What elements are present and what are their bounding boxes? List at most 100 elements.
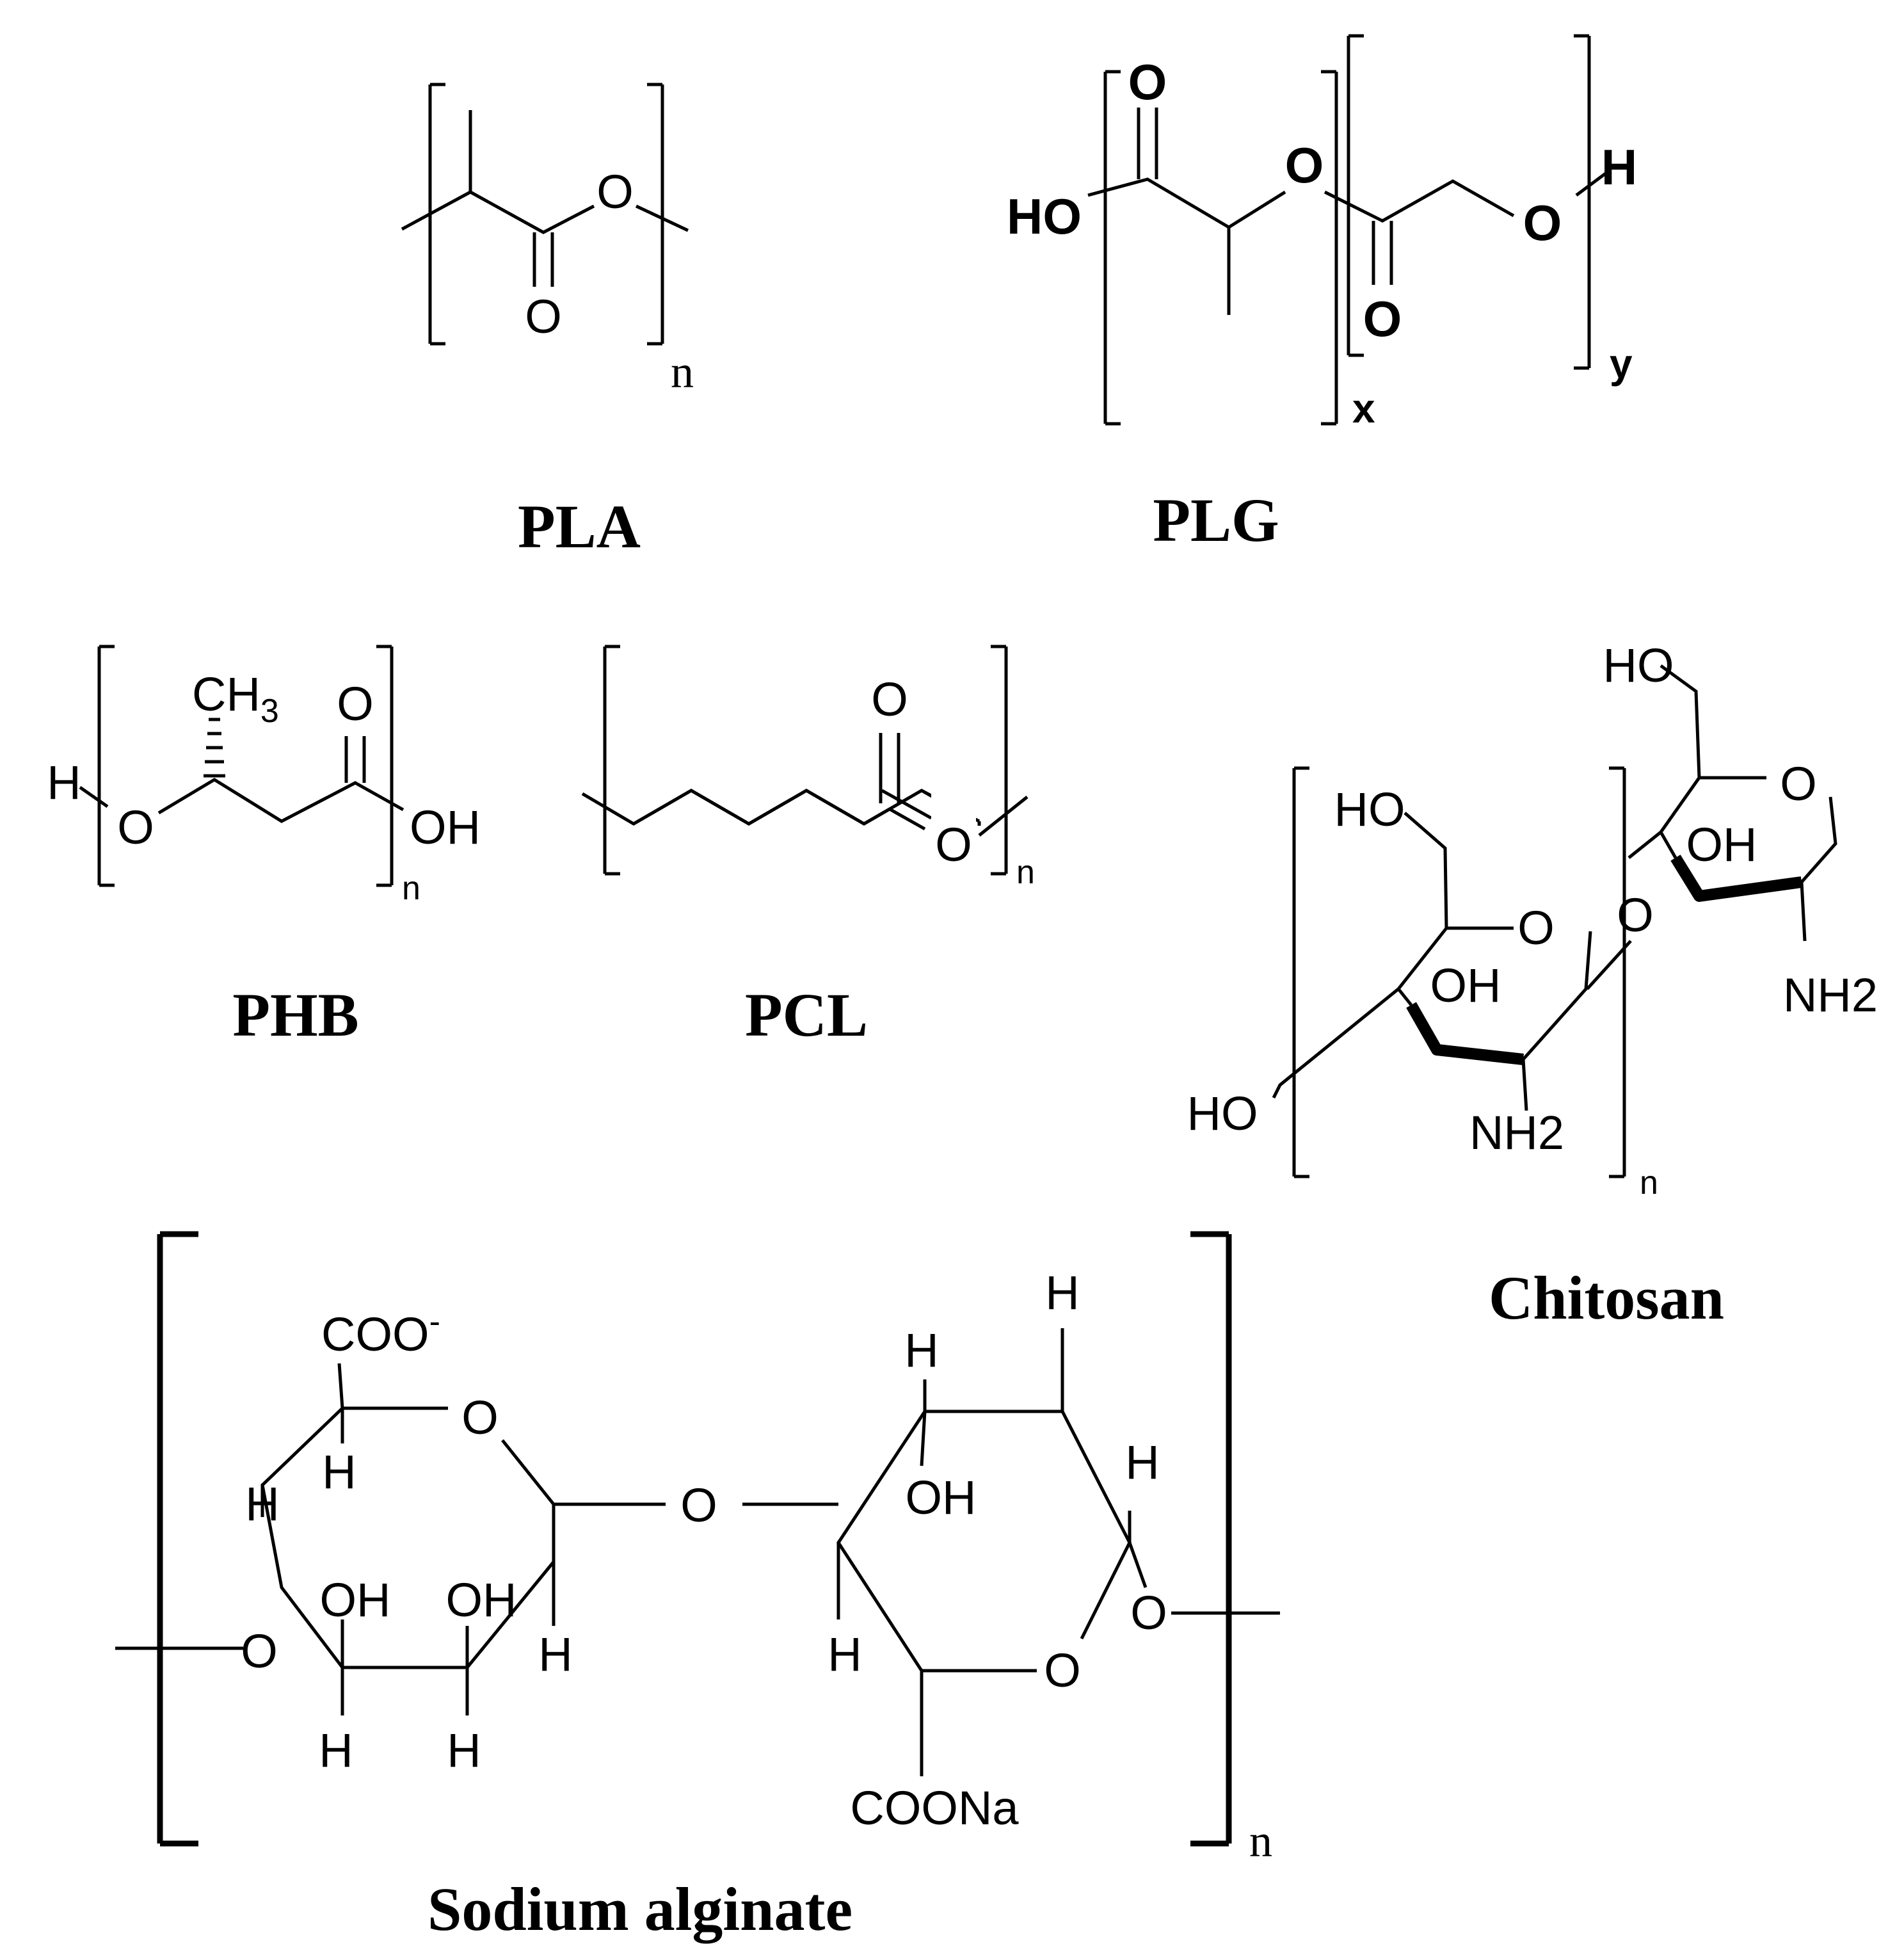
pcl-spacer <box>931 787 976 858</box>
plg-label: PLG <box>1153 486 1279 554</box>
alginate-glycosidic-oxygen: O <box>680 1479 717 1532</box>
chitosan-ring2-substituents <box>1628 664 1807 942</box>
plg-repeat-y: y <box>1610 341 1633 387</box>
phb-bracket-left <box>97 645 115 887</box>
phb-bracket-right <box>376 645 394 887</box>
alginate-bracket-right <box>1190 1231 1232 1847</box>
alginate-ring2-bonds <box>836 1410 1132 1673</box>
alginate-ring2-hydrogen-1: H <box>1045 1266 1079 1319</box>
alginate-ring2-hydrogen-2: H <box>904 1324 938 1377</box>
pcl-exit-bond <box>978 796 1028 837</box>
chitosan-ring2-bold <box>1670 855 1803 902</box>
chitosan-bracket-left <box>1292 766 1309 1178</box>
chitosan-bracket-right <box>1609 766 1626 1178</box>
alginate-ring2-hydrogen-3: H <box>1125 1436 1159 1489</box>
plg-bonds <box>1087 171 1608 315</box>
phb-structure: H O CH3 O OH n PHB <box>47 645 481 1049</box>
alginate-ring1-substituents <box>260 1363 556 1715</box>
plg-bracket-y-left <box>1347 34 1364 357</box>
chitosan-terminal-hydroxyl: HO <box>1187 1087 1258 1140</box>
alginate-ring1-hydrogen-4: H <box>319 1724 353 1777</box>
pcl-carbonyl-bond <box>879 733 900 803</box>
alginate-carboxylate: COO- <box>321 1303 440 1361</box>
pla-bonds <box>401 110 689 234</box>
alginate-sodium-carboxylate: COONa <box>850 1781 1019 1835</box>
plg-terminal-hydroxyl: HO <box>1007 188 1082 245</box>
plg-carbonyl-oxygen-1: O <box>1128 54 1167 110</box>
phb-label: PHB <box>232 981 358 1049</box>
pcl-ester-oxygen: O <box>935 818 972 871</box>
plg-terminal-hydrogen: H <box>1601 139 1637 195</box>
alginate-ring1-bonds <box>260 1406 556 1669</box>
plg-ester-oxygen-1: O <box>1285 137 1324 193</box>
pla-carbonyl-oxygen: O <box>525 290 562 343</box>
chitosan-ring1-hydroxymethyl: HO <box>1334 783 1405 836</box>
pcl-label: PCL <box>745 981 868 1049</box>
phb-carbonyl-oxygen: O <box>337 677 374 730</box>
chitosan-glycosidic-oxygen: O <box>1617 888 1654 942</box>
pcl-bracket-right <box>991 645 1008 876</box>
pla-bracket-right <box>647 83 664 346</box>
alginate-ring-link-oxygen: O <box>241 1625 278 1678</box>
alginate-ring2-oxygen: O <box>1044 1644 1081 1697</box>
plg-repeat-x: x <box>1352 385 1375 431</box>
phb-ester-oxygen: O <box>117 801 154 854</box>
chitosan-ring2-oxygen: O <box>1780 757 1817 810</box>
chitosan-ring1-oxygen: O <box>1517 901 1555 954</box>
chitosan-ring2-hydroxymethyl: HO <box>1603 639 1674 692</box>
alginate-repeat-n: n <box>1249 1815 1272 1867</box>
pla-ester-oxygen: O <box>596 165 634 218</box>
alginate-ring2-link-oxygen: O <box>1130 1586 1167 1639</box>
chitosan-ring2-thin <box>1659 776 1837 883</box>
pla-structure: O O n PLA <box>401 83 694 561</box>
chitosan-ring1-thin <box>1397 926 1592 1061</box>
plg-bracket-x-left <box>1103 70 1121 426</box>
alginate-ring2-hydrogen-4: H <box>828 1628 861 1681</box>
plg-bracket-x-right <box>1321 70 1338 426</box>
chitosan-ring1-substituents <box>1272 812 1632 1111</box>
chitosan-ring1-amine: NH2 <box>1469 1106 1564 1159</box>
chitosan-ring1-hydroxyl: OH <box>1430 959 1501 1012</box>
alginate-ring1-hydrogen-1: H <box>322 1445 356 1498</box>
alginate-ring2-hydroxyl: OH <box>906 1471 977 1524</box>
phb-hashed-wedge <box>204 718 225 778</box>
phb-terminal-hydrogen: H <box>47 756 81 809</box>
phb-repeat-n: n <box>402 870 420 907</box>
plg-carbonyl-oxygen-2: O <box>1363 291 1402 347</box>
pla-label: PLA <box>518 492 641 561</box>
alginate-ring1-hydroxyl-2: OH <box>446 1573 517 1627</box>
plg-carbonyl-bond-1 <box>1137 108 1158 179</box>
pcl-bracket-left <box>603 645 620 876</box>
pcl-carbonyl-oxygen: O <box>871 673 908 726</box>
phb-terminal-hydroxyl: OH <box>410 801 481 854</box>
chitosan-repeat-n: n <box>1640 1164 1658 1201</box>
chitosan-ring2-amine: NH2 <box>1783 968 1878 1022</box>
phb-carbonyl-bond <box>344 736 366 783</box>
chitosan-ring2-hydroxyl: OH <box>1686 818 1757 871</box>
alginate-ring1-oxygen: O <box>461 1391 499 1444</box>
alginate-ring1-hydrogen-5: H <box>447 1724 481 1777</box>
plg-bracket-y-right <box>1574 34 1591 370</box>
pla-repeat-n: n <box>671 346 694 398</box>
pla-carbonyl-bond <box>532 232 554 287</box>
alginate-label: Sodium alginate <box>428 1875 852 1943</box>
alginate-ring2-substituents <box>836 1328 1132 1776</box>
chitosan-structure: HO O OH HO NH2 O HO O OH NH2 n Chitosan <box>1187 639 1878 1332</box>
pcl-backbone <box>632 789 926 831</box>
alginate-ring1-hydrogen-3: H <box>538 1628 572 1681</box>
alginate-right-link <box>1128 1542 1280 1615</box>
alginate-ring1-hydroxyl-1: OH <box>320 1573 391 1627</box>
phb-methyl: CH3 <box>192 668 279 730</box>
alginate-ring1-hydrogen-2: H <box>245 1477 279 1530</box>
alginate-bracket-left <box>157 1231 198 1847</box>
chitosan-label: Chitosan <box>1489 1264 1724 1332</box>
chitosan-ring1-bold <box>1406 1002 1524 1065</box>
phb-bonds <box>79 778 404 823</box>
plg-structure: O HO O O O H x y PLG <box>1007 34 1637 554</box>
pcl-structure: O O n PCL <box>581 645 1035 1049</box>
alginate-structure: COO- O H H O OH OH H H H O H H OH H O H … <box>115 1231 1280 1943</box>
pcl-repeat-n: n <box>1016 854 1035 891</box>
plg-ester-oxygen-2: O <box>1523 195 1562 251</box>
